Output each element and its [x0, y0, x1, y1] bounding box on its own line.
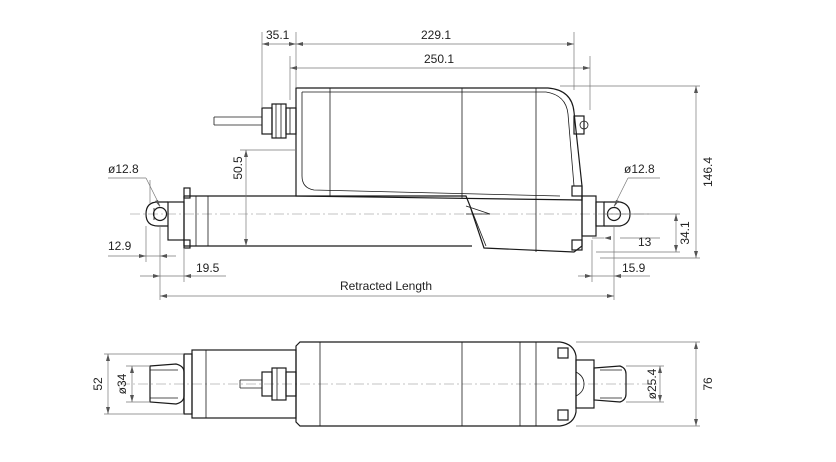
dimension-15-9: 15.9: [578, 261, 650, 278]
dimension-146-4: 146.4: [694, 86, 715, 258]
dimension-retracted-length: Retracted Length: [160, 279, 614, 298]
dimension-19-5: 19.5: [140, 261, 226, 278]
dim-phi-25-4-label: ø25.4: [645, 368, 659, 399]
dim-76-label: 76: [701, 377, 715, 391]
dim-34-1-label: 34.1: [678, 221, 692, 245]
top-view-front-rod: [149, 353, 193, 415]
dimension-phi-12-8-left: ø12.8: [108, 162, 161, 207]
dim-phi-12-8-right-label: ø12.8: [624, 162, 655, 176]
dimension-phi-34: ø34: [115, 366, 134, 402]
dim-229-1-label: 229.1: [421, 28, 451, 42]
dimension-250-1: 250.1: [290, 52, 590, 70]
cable-gland: [261, 103, 297, 139]
dim-50-5-label: 50.5: [231, 156, 245, 180]
spindle-housing: [183, 185, 583, 253]
cable: [213, 116, 262, 126]
dim-35-1-label: 35.1: [266, 28, 290, 42]
top-view-rear-mount: [575, 359, 627, 409]
motor-housing: [295, 87, 589, 201]
top-view: 52 ø34 ø25.4 76: [91, 341, 715, 427]
dim-19-5-label: 19.5: [196, 261, 220, 275]
rear-mount: [581, 195, 631, 237]
top-view-tube: [191, 349, 297, 419]
inner-tube: [167, 187, 191, 249]
dimension-229-1: 229.1: [296, 28, 574, 46]
top-view-housing: [295, 341, 585, 427]
dimension-35-1: 35.1: [262, 28, 296, 46]
dimension-phi-12-8-right: ø12.8: [613, 162, 660, 207]
dim-52-label: 52: [91, 377, 105, 391]
dim-146-4-label: 146.4: [701, 157, 715, 187]
dimension-12-9: 12.9: [108, 239, 176, 258]
dim-15-9-label: 15.9: [622, 261, 646, 275]
dim-250-1-label: 250.1: [424, 52, 454, 66]
dimension-13: 13: [592, 235, 660, 249]
dimension-phi-25-4: ø25.4: [645, 366, 662, 402]
side-view: 35.1 229.1 250.1 146.4 50.5: [108, 28, 715, 300]
dimension-50-5: 50.5: [231, 150, 248, 246]
dim-phi-34-label: ø34: [115, 373, 129, 394]
dimension-34-1: 34.1: [674, 214, 692, 252]
front-rod-eye: [145, 201, 168, 227]
dimension-76: 76: [694, 342, 715, 426]
dim-phi-12-8-left-label: ø12.8: [108, 162, 139, 176]
dimension-52: 52: [91, 354, 110, 414]
dim-13-label: 13: [638, 235, 652, 249]
dim-12-9-label: 12.9: [108, 239, 132, 253]
retracted-length-label: Retracted Length: [340, 279, 432, 293]
